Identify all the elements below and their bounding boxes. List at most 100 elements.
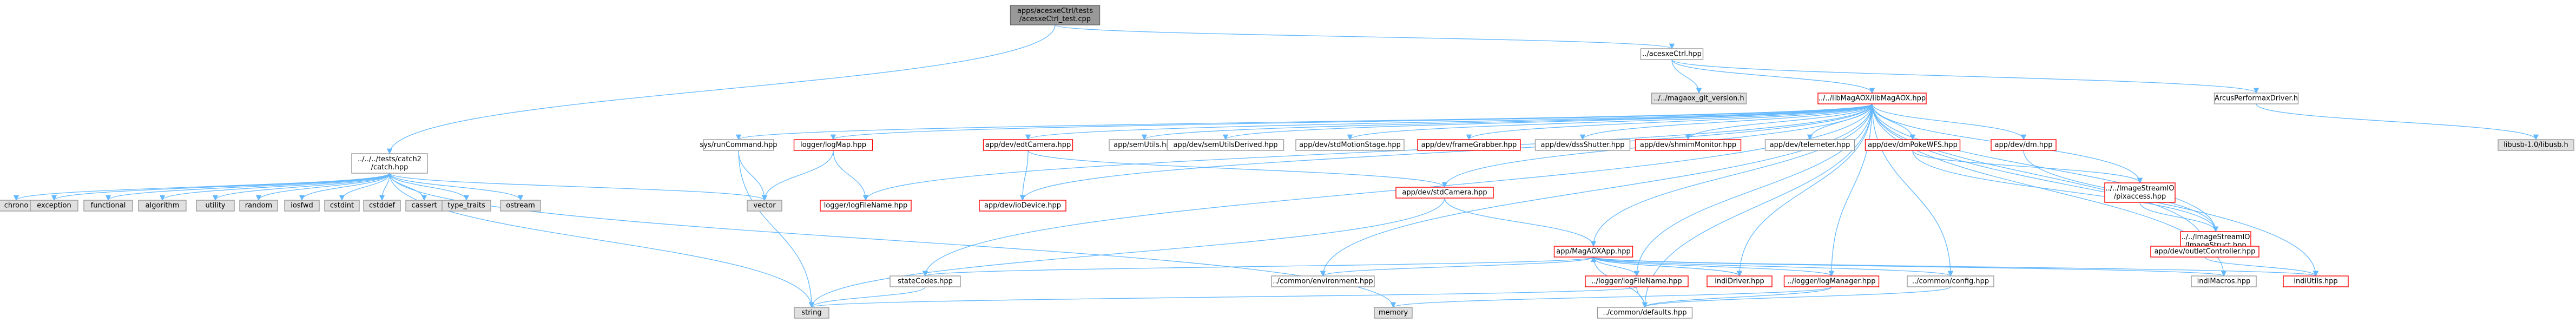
node-label: ../acesxeCtrl.hpp xyxy=(1642,50,1702,58)
node-random[interactable]: random xyxy=(239,200,278,212)
edge-libmagaox-to-logfilenamelogger xyxy=(1633,103,1873,277)
node-label: app/dev/stdCamera.hpp xyxy=(1402,189,1487,197)
node-memory[interactable]: memory xyxy=(1374,307,1413,319)
node-semutilsderived[interactable]: app/dev/semUtilsDerived.hpp xyxy=(1167,139,1284,151)
node-sysruncmd[interactable]: sys/runCommand.hpp xyxy=(700,139,778,151)
node-logfilenamelogger[interactable]: ../logger/logFileName.hpp xyxy=(1585,275,1689,287)
edge-catch-to-memory xyxy=(389,173,1396,308)
node-box xyxy=(747,200,782,212)
node-label: ostream xyxy=(506,202,535,210)
node-vector[interactable]: vector xyxy=(747,200,782,212)
node-functional[interactable]: functional xyxy=(83,200,133,212)
node-box xyxy=(794,307,829,319)
edge-root-to-acesxe xyxy=(1055,24,1675,50)
node-cstdint[interactable]: cstdint xyxy=(324,200,360,212)
node-box xyxy=(1783,275,1880,287)
node-defaults[interactable]: ../common/defaults.hpp xyxy=(1597,307,1693,319)
node-dm[interactable]: app/dev/dm.hpp xyxy=(1991,139,2057,151)
edge-libmagaox-to-outletctrl xyxy=(1872,103,2208,247)
node-acesxe[interactable]: ../acesxeCtrl.hpp xyxy=(1640,48,1704,60)
node-label: functional xyxy=(91,202,126,210)
node-pixaccess[interactable]: ../../ImageStreamIO/pixaccess.hpp xyxy=(2104,182,2176,203)
node-label: app/dev/edtCamera.hpp xyxy=(985,141,1071,149)
edge-logfilenamelogger-to-string xyxy=(809,286,1637,308)
node-cstddef[interactable]: cstddef xyxy=(363,200,401,212)
edge-acesxe-to-arcus xyxy=(1671,59,2259,94)
node-label: app/dev/outletController.hpp xyxy=(2155,248,2256,256)
edge-catch-to-string xyxy=(389,173,815,308)
node-box xyxy=(793,139,873,151)
node-box xyxy=(1764,139,1855,151)
node-box xyxy=(1865,139,1961,151)
node-box xyxy=(351,153,428,174)
node-logfilename[interactable]: logger/logFileName.hpp xyxy=(820,200,912,212)
node-iosfwd[interactable]: iosfwd xyxy=(284,200,320,212)
node-box xyxy=(1635,139,1742,151)
node-stdmotion[interactable]: app/dev/stdMotionStage.hpp xyxy=(1295,139,1405,151)
node-label: ../logger/logManager.hpp xyxy=(1788,278,1876,286)
edge-libmagaox-to-logfilename xyxy=(862,103,1873,201)
node-chrono[interactable]: chrono xyxy=(0,200,34,212)
node-box xyxy=(442,200,491,212)
node-libusb[interactable]: libusb-1.0/libusb.h xyxy=(2498,139,2574,151)
node-box xyxy=(1295,139,1405,151)
node-dmpoke[interactable]: app/dev/dmPokeWFS.hpp xyxy=(1865,139,1961,151)
node-type_traits[interactable]: type_traits xyxy=(442,200,491,212)
node-logmanager[interactable]: ../logger/logManager.hpp xyxy=(1783,275,1880,287)
edge-arcus-to-libusb xyxy=(2256,103,2539,141)
node-box xyxy=(1907,275,1994,287)
node-label: app/dev/telemeter.hpp xyxy=(1770,141,1850,149)
edge-logmap-to-logfilename xyxy=(833,150,869,201)
node-statecodes[interactable]: stateCodes.hpp xyxy=(890,275,961,287)
node-box xyxy=(1585,275,1689,287)
edge-sysruncmd-to-string xyxy=(738,150,815,308)
node-label: ../../ImageStreamIO xyxy=(2181,233,2250,241)
node-string[interactable]: string xyxy=(794,307,829,319)
node-dssshutter[interactable]: app/dev/dssShutter.hpp xyxy=(1534,139,1631,151)
node-arcus[interactable]: ArcusPerformaxDriver.h xyxy=(2213,93,2299,104)
node-box xyxy=(1651,93,1747,104)
node-magaoxapp[interactable]: app/MagAOXApp.hpp xyxy=(1553,246,1633,258)
node-label: app/dev/frameGrabber.hpp xyxy=(1421,141,1517,149)
node-indiutils[interactable]: indiUtils.hpp xyxy=(2283,275,2349,287)
node-utility[interactable]: utility xyxy=(196,200,235,212)
node-box xyxy=(2104,182,2176,203)
node-shmim[interactable]: app/dev/shmimMonitor.hpp xyxy=(1635,139,1742,151)
edge-statecodes-to-string xyxy=(808,286,926,308)
edge-catch-to-cstddef xyxy=(379,173,390,201)
node-telemeter[interactable]: app/dev/telemeter.hpp xyxy=(1764,139,1855,151)
node-label: cassert xyxy=(411,202,437,210)
node-label: libusb-1.0/libusb.h xyxy=(2503,141,2568,149)
edge-indidriver-to-magaoxapp xyxy=(1590,256,1740,277)
node-indidriver[interactable]: indiDriver.hpp xyxy=(1707,275,1773,287)
node-libmagaox[interactable]: ../../libMagAOX/libMagAOX.hpp xyxy=(1817,93,1927,104)
node-outletctrl[interactable]: app/dev/outletController.hpp xyxy=(2150,246,2259,258)
node-logmap[interactable]: logger/logMap.hpp xyxy=(793,139,873,151)
node-environment[interactable]: ../common/environment.hpp xyxy=(1271,275,1375,287)
edge-logmap-to-vector xyxy=(761,150,834,201)
node-magaox_git[interactable]: ../../magaox_git_version.h xyxy=(1651,93,1747,104)
node-label: memory xyxy=(1379,309,1408,317)
node-framegrabber[interactable]: app/dev/frameGrabber.hpp xyxy=(1417,139,1521,151)
edge-libmagaox-to-semutilsderived xyxy=(1223,103,1873,141)
node-label: ../common/defaults.hpp xyxy=(1603,309,1686,317)
node-root[interactable]: apps/acesxeCtrl/tests/acesxeCtrl_test.cp… xyxy=(1010,5,1101,25)
edge-catch-to-cstdint xyxy=(339,173,390,201)
node-exception[interactable]: exception xyxy=(30,200,78,212)
node-cassert[interactable]: cassert xyxy=(405,200,443,212)
node-catch[interactable]: ../../../tests/catch2/catch.hpp xyxy=(351,153,428,174)
node-ostream[interactable]: ostream xyxy=(500,200,541,212)
node-box xyxy=(890,275,961,287)
node-commonconfig[interactable]: ../common/config.hpp xyxy=(1907,275,1994,287)
node-label: cstdint xyxy=(330,202,354,210)
node-box xyxy=(1374,307,1413,319)
node-label: app/dev/stdMotionStage.hpp xyxy=(1299,141,1401,149)
node-algorithm[interactable]: algorithm xyxy=(138,200,187,212)
node-ioDevice[interactable]: app/dev/ioDevice.hpp xyxy=(979,200,1066,212)
edge-libmagaox-to-logmanager xyxy=(1828,103,1873,277)
node-label: indiDriver.hpp xyxy=(1715,278,1764,286)
node-stdcamera[interactable]: app/dev/stdCamera.hpp xyxy=(1395,187,1494,199)
node-edtcamera[interactable]: app/dev/edtCamera.hpp xyxy=(983,139,1073,151)
node-indimacros[interactable]: indiMacros.hpp xyxy=(2191,275,2257,287)
